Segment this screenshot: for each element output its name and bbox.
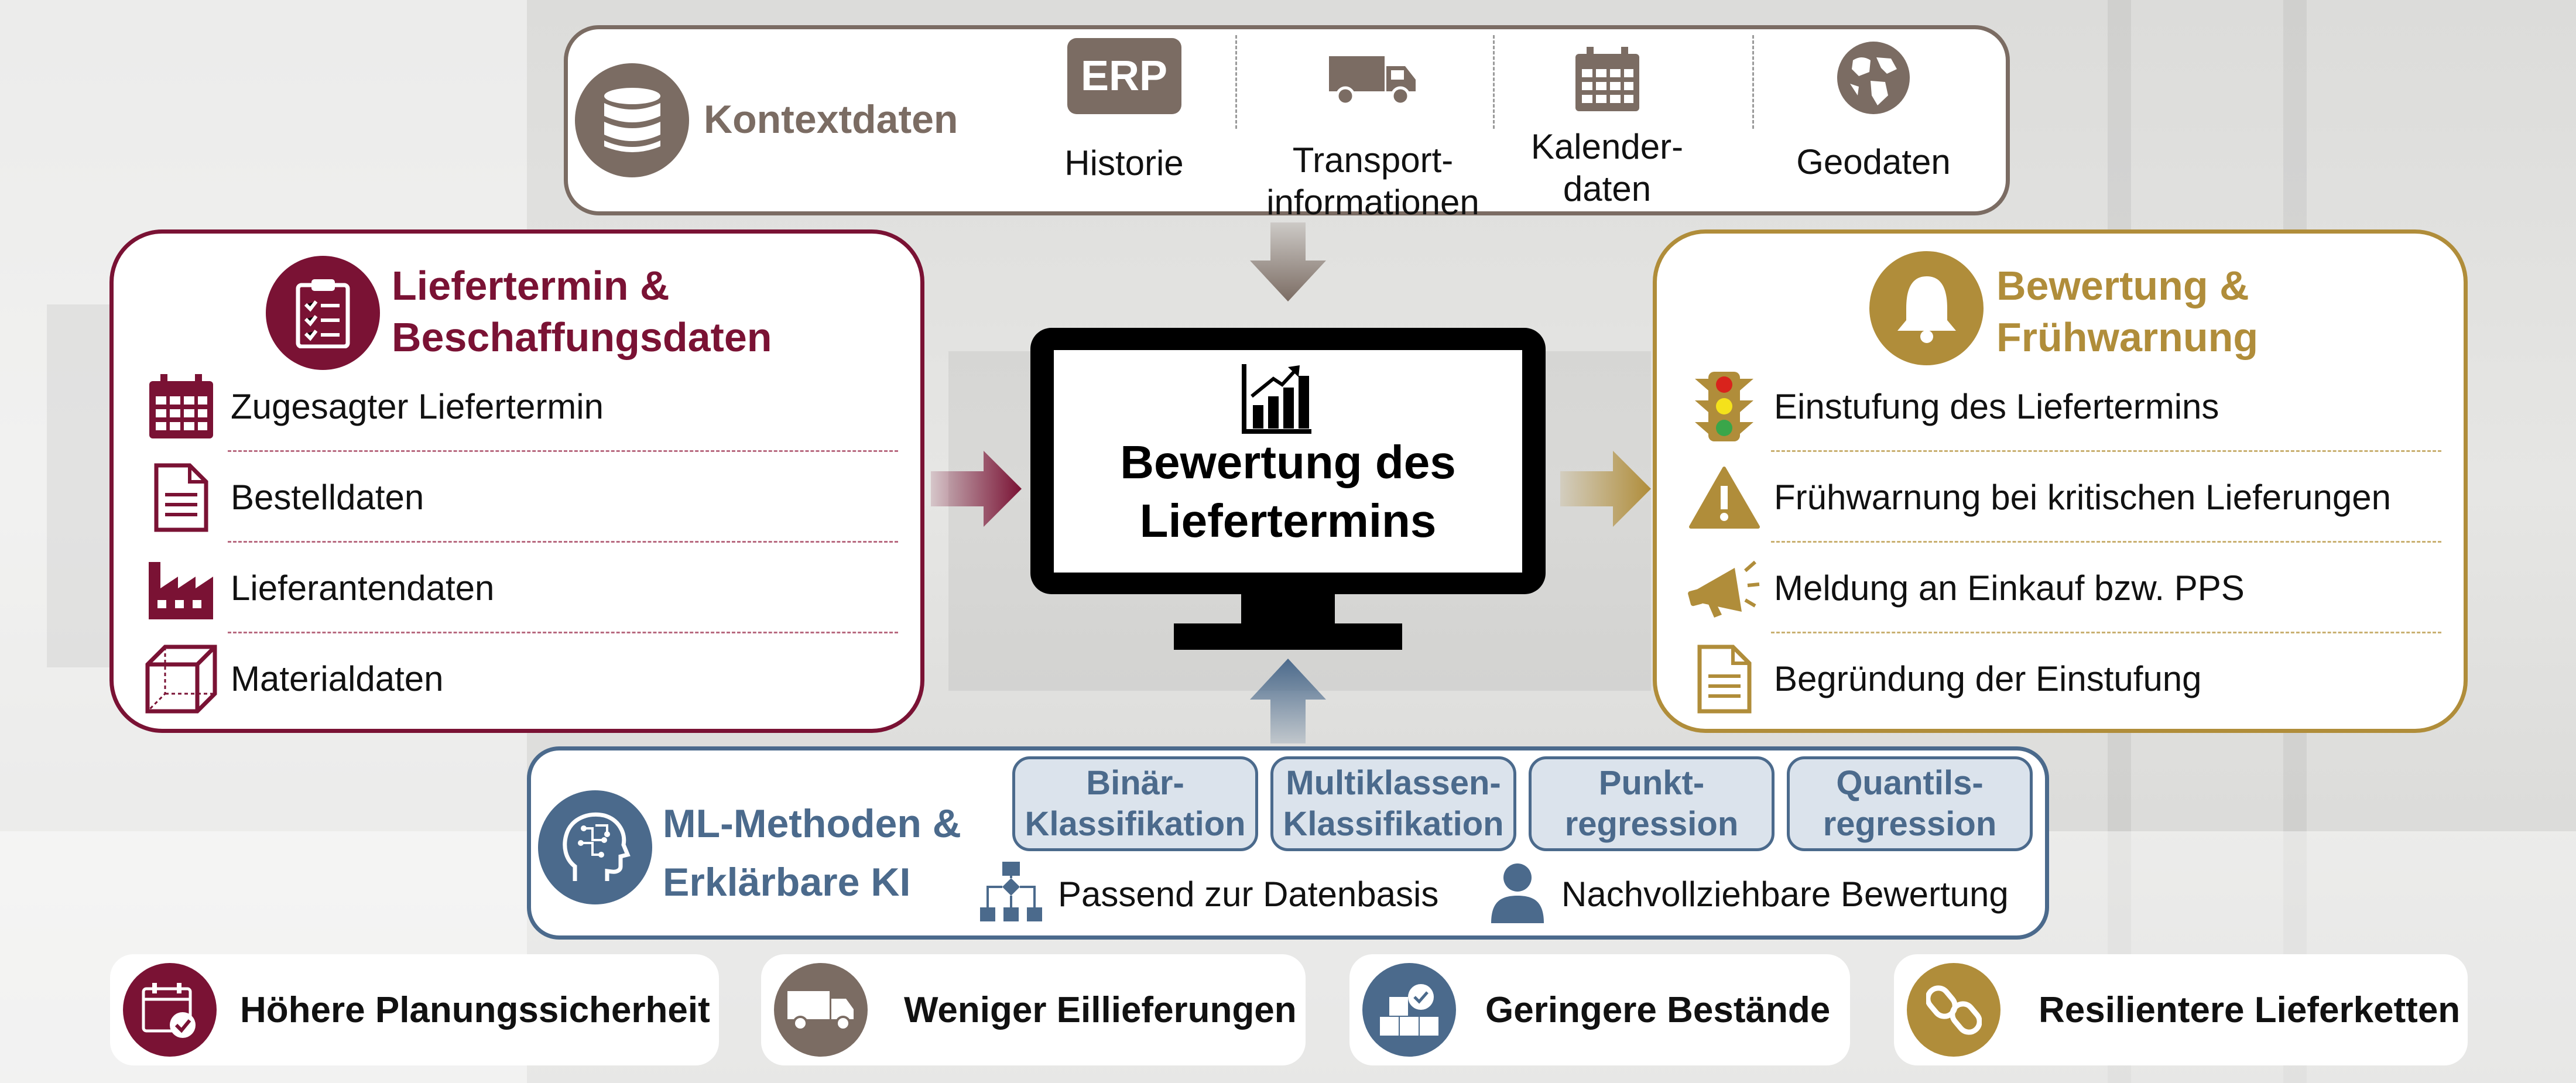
arrow-right-icon <box>931 451 1022 527</box>
evaluation-item-label: Meldung an Einkauf bzw. PPS <box>1774 568 2245 608</box>
delivery-item: Lieferantendaten <box>143 543 898 633</box>
context-item-label: Transport- informationen <box>1266 140 1479 222</box>
benefit-card: Geringere Bestände <box>1349 954 1850 1065</box>
ml-note: Nachvollziehbare Bewertung <box>1488 862 2009 926</box>
evaluation-item-label: Einstufung des Liefertermins <box>1774 387 2219 426</box>
boxes-icon <box>1362 963 1456 1057</box>
center-title: Bewertung des Liefertermins <box>1120 436 1456 547</box>
calendar-icon <box>1574 46 1641 116</box>
benefit-label: Höhere Planungssicherheit <box>240 989 710 1030</box>
delivery-item-label: Bestelldaten <box>231 478 424 517</box>
evaluation-item: Einstufung des Liefertermins <box>1686 361 2441 452</box>
flowchart-icon <box>979 861 1043 928</box>
globe-icon <box>1835 40 1912 119</box>
benefit-card: Höhere Planungssicherheit <box>110 954 719 1065</box>
arrow-up-icon <box>1250 659 1326 743</box>
context-item-geo: Geodaten <box>1771 29 1976 211</box>
truck-icon <box>774 963 868 1057</box>
monitor-stand <box>1174 623 1402 650</box>
database-icon <box>575 63 689 177</box>
evaluation-item-label: Begründung der Einstufung <box>1774 659 2202 698</box>
chart-icon <box>1242 364 1311 434</box>
chain-icon <box>1907 963 2000 1057</box>
benefit-label: Weniger Eillieferungen <box>904 989 1297 1030</box>
delivery-item: Materialdaten <box>143 633 898 724</box>
method-binary-classification: Binär- Klassifikation <box>1012 756 1258 851</box>
evaluation-title: Bewertung & Frühwarnung <box>1996 263 2259 360</box>
evaluation-item: Meldung an Einkauf bzw. PPS <box>1686 543 2441 633</box>
delivery-item-label: Lieferantendaten <box>231 568 495 608</box>
context-item-history: ERP Historie <box>1036 29 1212 211</box>
delivery-title: Liefertermin & Beschaffungsdaten <box>392 263 772 360</box>
arrow-down-icon <box>1250 222 1326 301</box>
ai-head-icon <box>538 790 652 904</box>
evaluation-panel: Bewertung & Frühwarnung Einstufung des L… <box>1653 229 2468 733</box>
megaphone-icon <box>1686 550 1762 626</box>
document-icon <box>1686 641 1762 717</box>
ml-note: Passend zur Datenbasis <box>979 861 1439 923</box>
delivery-item-label: Materialdaten <box>231 659 444 698</box>
ml-methods-panel: ML-Methoden & Erklärbare KI Binär- Klass… <box>527 746 2049 940</box>
method-quantile-regression: Quantils- regression <box>1787 756 2033 851</box>
arrow-right-icon <box>1560 451 1651 527</box>
factory-icon <box>143 550 219 626</box>
truck-icon <box>1329 52 1417 110</box>
benefit-card: Weniger Eillieferungen <box>761 954 1306 1065</box>
delivery-item: Zugesagter Liefertermin <box>143 361 898 452</box>
context-item-transport: Transport- informationen <box>1244 29 1502 222</box>
calendar-icon <box>143 369 219 445</box>
context-item-label: Kalender- daten <box>1530 127 1684 208</box>
person-icon <box>1488 862 1547 926</box>
monitor-screen <box>1054 350 1522 573</box>
evaluation-item-label: Frühwarnung bei kritischen Lieferungen <box>1774 478 2391 517</box>
erp-icon: ERP <box>1067 38 1181 114</box>
benefit-label: Resilientere Lieferketten <box>2039 989 2461 1030</box>
ml-title: ML-Methoden & Erklärbare KI <box>663 801 961 904</box>
warning-icon <box>1686 460 1762 536</box>
delivery-item: Bestelldaten <box>143 452 898 543</box>
ml-note-label: Nachvollziehbare Bewertung <box>1561 874 2009 914</box>
calendar-check-icon <box>123 963 217 1057</box>
method-point-regression: Punkt- regression <box>1529 756 1775 851</box>
context-title: Kontextdaten <box>704 97 958 142</box>
benefit-label: Geringere Bestände <box>1485 989 1831 1030</box>
box-icon <box>143 641 219 717</box>
benefit-card: Resilientere Lieferketten <box>1894 954 2468 1065</box>
document-icon <box>143 460 219 536</box>
clipboard-icon <box>266 256 380 370</box>
delivery-item-label: Zugesagter Liefertermin <box>231 387 604 426</box>
evaluation-item: Begründung der Einstufung <box>1686 633 2441 724</box>
delivery-data-panel: Liefertermin & Beschaffungsdaten Zugesag… <box>109 229 924 733</box>
context-data-panel: Kontextdaten ERP Historie Transport- inf… <box>564 25 2010 222</box>
context-item-calendar: Kalender- daten <box>1513 29 1701 211</box>
bell-icon <box>1869 251 1984 365</box>
method-multiclass-classification: Multiklassen- Klassifikation <box>1270 756 1516 851</box>
traffic-light-icon <box>1686 369 1762 445</box>
context-item-label: Historie <box>1064 143 1184 183</box>
ml-note-label: Passend zur Datenbasis <box>1058 874 1439 914</box>
context-item-label: Geodaten <box>1796 142 1951 181</box>
evaluation-item: Frühwarnung bei kritischen Lieferungen <box>1686 452 2441 543</box>
monitor-neck <box>1241 594 1335 626</box>
